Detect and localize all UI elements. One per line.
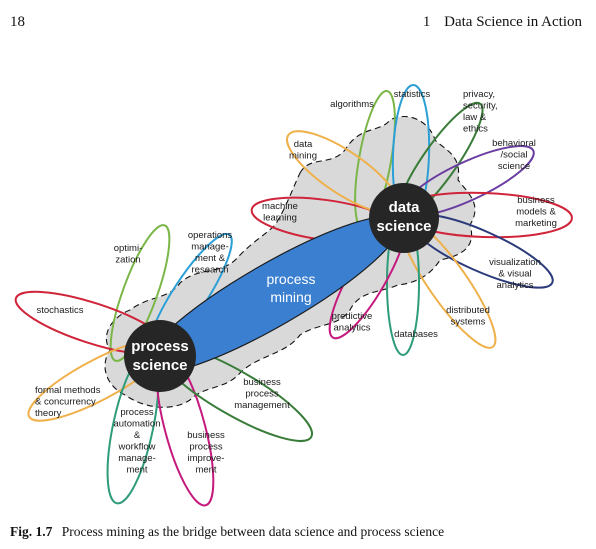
petal-label-line: privacy, xyxy=(463,89,495,100)
petal-label-algorithms: algorithms xyxy=(330,99,374,110)
petal-label-line: databases xyxy=(394,329,438,340)
petal-label-line: learning xyxy=(263,213,297,224)
caption-label: Fig. 1.7 xyxy=(10,524,53,539)
petal-label-optimization: optimi-zation xyxy=(114,243,143,266)
process-mining-bridge-diagram: process mining data science process scie… xyxy=(14,84,573,507)
petal-optimization xyxy=(109,224,171,362)
petal-label-line: ethics xyxy=(463,124,488,135)
data-science-label-line-2: science xyxy=(376,218,431,235)
petal-label-line: analytics xyxy=(334,323,371,334)
petal-label-line: & xyxy=(134,430,141,441)
petal-label-line: law & xyxy=(463,112,487,123)
petal-label-line: marketing xyxy=(515,218,557,229)
petal-label-line: behavioral xyxy=(492,138,536,149)
petal-label-line: theory xyxy=(35,408,62,419)
petal-label-line: models & xyxy=(516,207,556,218)
chapter-number: 1 xyxy=(422,14,431,30)
page-number: 18 xyxy=(10,14,25,30)
petal-label-line: /social xyxy=(501,150,528,161)
petal-label-line: operations xyxy=(188,230,233,241)
petal-label-line: formal methods xyxy=(35,385,101,396)
petal-label-databases: databases xyxy=(394,329,438,340)
petal-label-line: business xyxy=(243,377,281,388)
petal-label-line: stochastics xyxy=(37,305,84,316)
petal-label-line: algorithms xyxy=(330,99,374,110)
petal-label-line: distributed xyxy=(446,305,490,316)
petal-label-line: science xyxy=(498,161,530,172)
petal-label-line: & visual xyxy=(498,269,531,280)
petal-label-line: process xyxy=(189,442,223,453)
petal-label-line: business xyxy=(187,430,225,441)
petal-label-line: analytics xyxy=(497,280,534,291)
petal-label-line: statistics xyxy=(394,89,431,100)
chapter-title: Data Science in Action xyxy=(444,14,582,30)
process-science-label-line-1: process xyxy=(131,338,189,355)
label-layer: algorithms statistics privacy,security,law… xyxy=(35,89,557,476)
petal-label-line: predictive xyxy=(332,311,373,322)
petal-label-line: mining xyxy=(289,151,317,162)
petal-label-line: visualization xyxy=(489,257,541,268)
petal-label-line: ment xyxy=(126,465,147,476)
petal-label-line: systems xyxy=(451,317,486,328)
petal-label-line: & concurrency xyxy=(35,397,96,408)
running-head: 1 Data Science in Action xyxy=(423,14,582,31)
petal-label-statistics: statistics xyxy=(394,89,431,100)
petal-label-line: research xyxy=(192,265,229,276)
petal-label-line: zation xyxy=(115,255,140,266)
petal-label-line: optimi- xyxy=(114,243,143,254)
petal-label-line: ment & xyxy=(195,253,226,264)
petal-label-line: manage- xyxy=(118,453,156,464)
process-science-hub xyxy=(124,320,196,392)
petal-label-line: improve- xyxy=(188,453,225,464)
caption-text: Process mining as the bridge between dat… xyxy=(61,524,445,539)
figure-caption: Fig. 1.7 Process mining as the bridge be… xyxy=(10,524,444,540)
petal-label-line: machine xyxy=(262,201,298,212)
process-science-label-line-2: science xyxy=(132,357,187,374)
petal-label-line: automation xyxy=(113,419,160,430)
petal-label-privacy: privacy,security,law &ethics xyxy=(463,89,498,135)
petal-label-stochastics: stochastics xyxy=(37,305,84,316)
petal-label-line: ment xyxy=(195,465,216,476)
petal-label-line: business xyxy=(517,195,555,206)
petal-label-line: data xyxy=(294,139,313,150)
data-science-hub xyxy=(369,183,439,253)
petal-label-line: process xyxy=(120,407,154,418)
data-science-label-line-1: data xyxy=(389,199,421,216)
petal-label-line: workflow xyxy=(118,442,156,453)
petal-label-line: management xyxy=(234,400,290,411)
petal-label-line: process xyxy=(245,389,279,400)
petal-label-line: manage- xyxy=(191,242,229,253)
petal-label-line: security, xyxy=(463,101,498,112)
bridge-label-line-1: process xyxy=(266,271,315,287)
bridge-label-line-2: mining xyxy=(270,289,311,305)
